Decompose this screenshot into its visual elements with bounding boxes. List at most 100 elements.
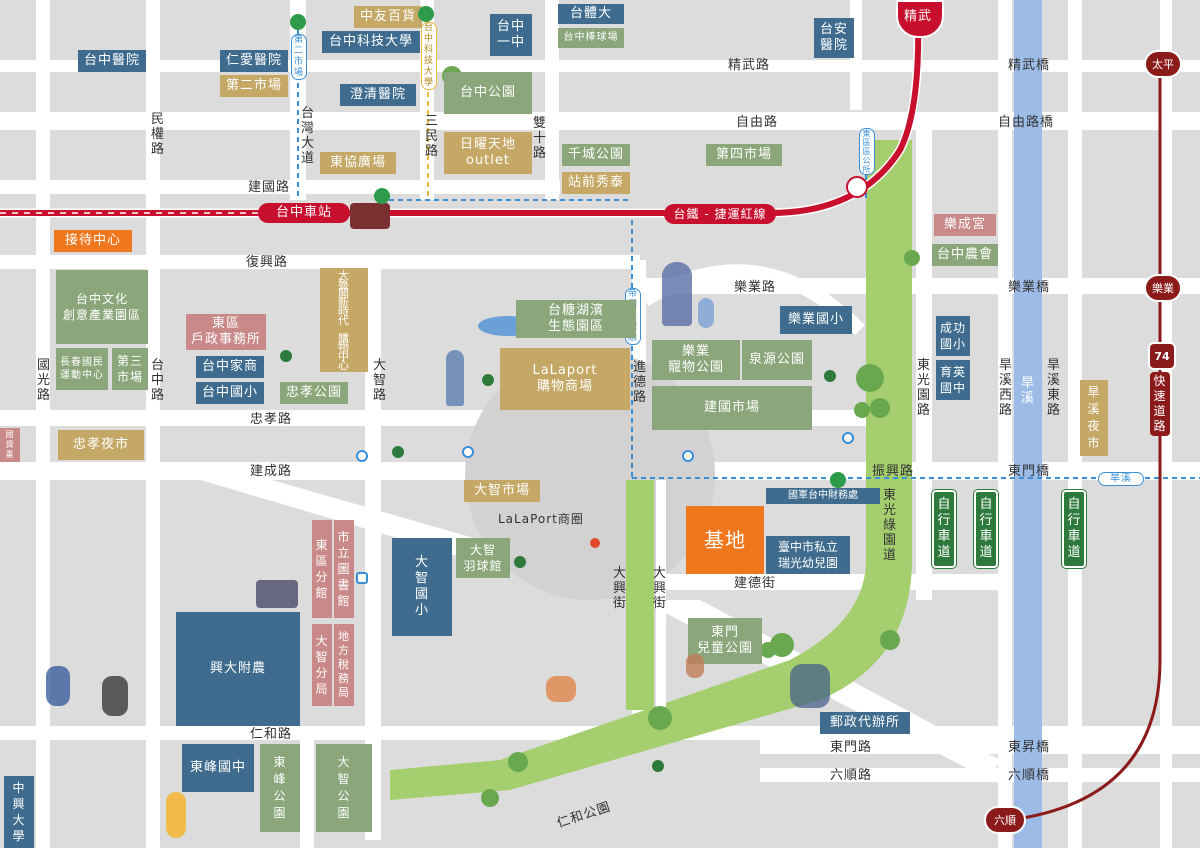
taichung-jiashang[interactable]: 台中家商 — [196, 356, 264, 378]
nutc[interactable]: 台中科技大學 — [322, 31, 420, 53]
donghsieh-plaza[interactable]: 東協廣場 — [320, 152, 396, 174]
chenggong-elementary[interactable]: 成功 國小 — [936, 316, 970, 356]
zhongxiao-night-market[interactable]: 忠孝夜市 — [58, 430, 144, 460]
person-figure-icon — [446, 350, 464, 406]
taian-hospital[interactable]: 台安 醫院 — [814, 18, 854, 58]
dongguang-greenway-label: 東 光 綠 園 道 — [882, 488, 897, 563]
dazhi-rd-label: 大 智 路 — [372, 358, 387, 403]
jinde-rd-label: 進 德 路 — [632, 360, 647, 405]
sunday-outlet[interactable]: 日曜天地 outlet — [444, 132, 532, 174]
rail-red-line — [0, 19, 922, 216]
taichung-hospital[interactable]: 台中醫院 — [78, 50, 146, 72]
taichung-station-label[interactable]: 台中車站 — [258, 203, 350, 223]
expressway-label: 快速道路 — [1150, 372, 1170, 436]
hospital-icon — [590, 538, 600, 548]
sugar-lake-park[interactable]: 台糖湖濱 生態園區 — [516, 300, 636, 338]
rail-transfer-icon — [846, 176, 868, 198]
leye-pet-park[interactable]: 樂業 寵物公園 — [652, 340, 740, 380]
changchun-sports-center[interactable]: 長春國民 運動中心 — [56, 348, 108, 390]
jingwu-rd-label: 精武路 — [728, 58, 771, 73]
chengching-hospital[interactable]: 澄清醫院 — [340, 84, 416, 106]
hanxi-west-rd-label: 旱 溪 西 路 — [998, 358, 1013, 418]
dongguang-rd-label: 東 光 園 路 — [916, 358, 931, 418]
taichung-first-high[interactable]: 台中 一中 — [490, 14, 532, 56]
dongmen-bridge-label: 東門橋 — [1008, 464, 1051, 479]
taiwan-blvd-label: 台 灣 大 道 — [300, 106, 315, 166]
fourth-market[interactable]: 第四市場 — [706, 144, 782, 166]
dazhi-market[interactable]: 大智市場 — [464, 480, 540, 502]
dazhi-elementary[interactable]: 大 智 國 小 — [392, 538, 452, 636]
east-household-office[interactable]: 東區 戶政事務所 — [186, 314, 266, 350]
east-district-branch[interactable]: 東 區 分 館 — [312, 520, 332, 618]
taichung-stadium[interactable]: 台體大 — [558, 4, 624, 24]
basketball-player-icon — [102, 676, 128, 716]
jingwu-station[interactable] — [896, 0, 944, 38]
zhenxing-rd-label: 振興路 — [872, 464, 915, 479]
lecheng-temple[interactable]: 樂成宮 — [934, 214, 996, 236]
yuying-junior-high[interactable]: 育英 國中 — [936, 360, 970, 400]
leye-bridge-label: 樂業橋 — [1008, 280, 1051, 295]
red-line-label: 台鐵 - 捷運紅線 — [664, 204, 776, 224]
taichung-elementary[interactable]: 台中國小 — [196, 382, 264, 404]
ziyou-bridge-label: 自由路橋 — [998, 115, 1055, 130]
highway-74-badge: 74 — [1148, 342, 1176, 370]
train-icon — [350, 203, 390, 229]
taiping-station[interactable]: 太平 — [1144, 50, 1182, 78]
xingda-high-school[interactable]: 興大附農 — [176, 612, 300, 726]
ruiguang-kindergarten[interactable]: 臺中市私立 瑞光幼兒園 — [766, 536, 850, 574]
dazhi-badminton-hall[interactable]: 大智 羽球館 — [456, 538, 510, 578]
guozi-small: 國 資 畫 — [0, 428, 20, 462]
third-market[interactable]: 第三 市場 — [112, 348, 148, 390]
taizhong-rd-label: 台 中 路 — [150, 358, 165, 403]
dongfeng-park[interactable]: 東 峰 公 園 — [260, 744, 300, 832]
route-label-east-district: 東 區 區 公 所 — [859, 128, 875, 175]
lalaport-mall[interactable]: LaLaport 購物商場 — [500, 348, 630, 410]
zhongyou-dept[interactable]: 中友百貨 — [354, 6, 422, 28]
culture-park[interactable]: 台中文化 創意產業園區 — [56, 270, 148, 344]
renai-hospital[interactable]: 仁愛醫院 — [220, 50, 288, 72]
development-site[interactable]: 基地 — [686, 506, 764, 574]
baseball-field[interactable]: 台中棒球場 — [558, 28, 624, 48]
taichung-farmers-assoc[interactable]: 台中農會 — [932, 244, 998, 266]
renhe-rd-label: 仁和路 — [250, 727, 293, 742]
jianguo-market[interactable]: 建國市場 — [652, 386, 812, 430]
dongsheng-bridge-label: 東昇橋 — [1008, 740, 1051, 755]
dazhi-police-branch[interactable]: 大 智 分 局 — [312, 624, 332, 706]
dongfeng-junior-high[interactable]: 東峰國中 — [182, 744, 254, 792]
bus-stop-icon — [356, 450, 368, 462]
convenience-store-icon — [392, 446, 404, 458]
leye-station[interactable]: 樂業 — [1144, 274, 1182, 302]
cyclist-icon — [790, 664, 830, 708]
leye-elementary[interactable]: 樂業國小 — [780, 306, 852, 334]
bike-lane-2: 自 行 車 道 — [974, 490, 998, 568]
quanyuan-park[interactable]: 泉源公園 — [742, 340, 812, 380]
second-market[interactable]: 第二市場 — [220, 75, 288, 97]
liushun-station[interactable]: 六順 — [984, 806, 1026, 834]
highway-line — [1009, 60, 1162, 822]
gas-station-icon — [824, 370, 836, 382]
daluge-mall[interactable]: 大 魯 閣 新 時 代 購 物 中 心 — [320, 268, 368, 372]
qiancheng-park[interactable]: 千城公園 — [562, 144, 630, 166]
military-finance-office[interactable]: 國軍台中財務處 — [766, 488, 880, 504]
public-library[interactable]: 市 立 圖 書 館 — [334, 520, 354, 618]
hanxi-night-market[interactable]: 旱 溪 夜 市 — [1080, 380, 1108, 456]
bike-rental-icon — [830, 472, 846, 488]
trees — [442, 66, 920, 807]
hanxi-east-rd-label: 旱 溪 東 路 — [1046, 358, 1061, 418]
dongmen-rd-label: 東門路 — [830, 740, 873, 755]
zhongxing-university[interactable]: 中 興 大 學 — [4, 776, 34, 848]
route-label-second-market: 第 二 市 場 — [291, 34, 307, 80]
bus-stop-icon — [356, 572, 368, 584]
child-figure-icon — [698, 298, 714, 328]
local-tax-bureau[interactable]: 地 方 稅 務 局 — [334, 624, 354, 706]
reception-center[interactable]: 接待中心 — [54, 230, 132, 252]
bike-rental-icon — [374, 188, 390, 204]
bike-lane-3: 自 行 車 道 — [1062, 490, 1086, 568]
post-office-agency[interactable]: 郵政代辦所 — [820, 712, 910, 734]
zhongxiao-park[interactable]: 忠孝公園 — [280, 382, 348, 404]
station-front-showtime[interactable]: 站前秀泰 — [562, 172, 630, 194]
walking-person-icon — [166, 792, 186, 838]
taichung-park[interactable]: 台中公園 — [444, 72, 532, 114]
dazhi-park[interactable]: 大 智 公 園 — [316, 744, 372, 832]
lalaport-district-label: LaLaPort商圈 — [498, 512, 584, 526]
